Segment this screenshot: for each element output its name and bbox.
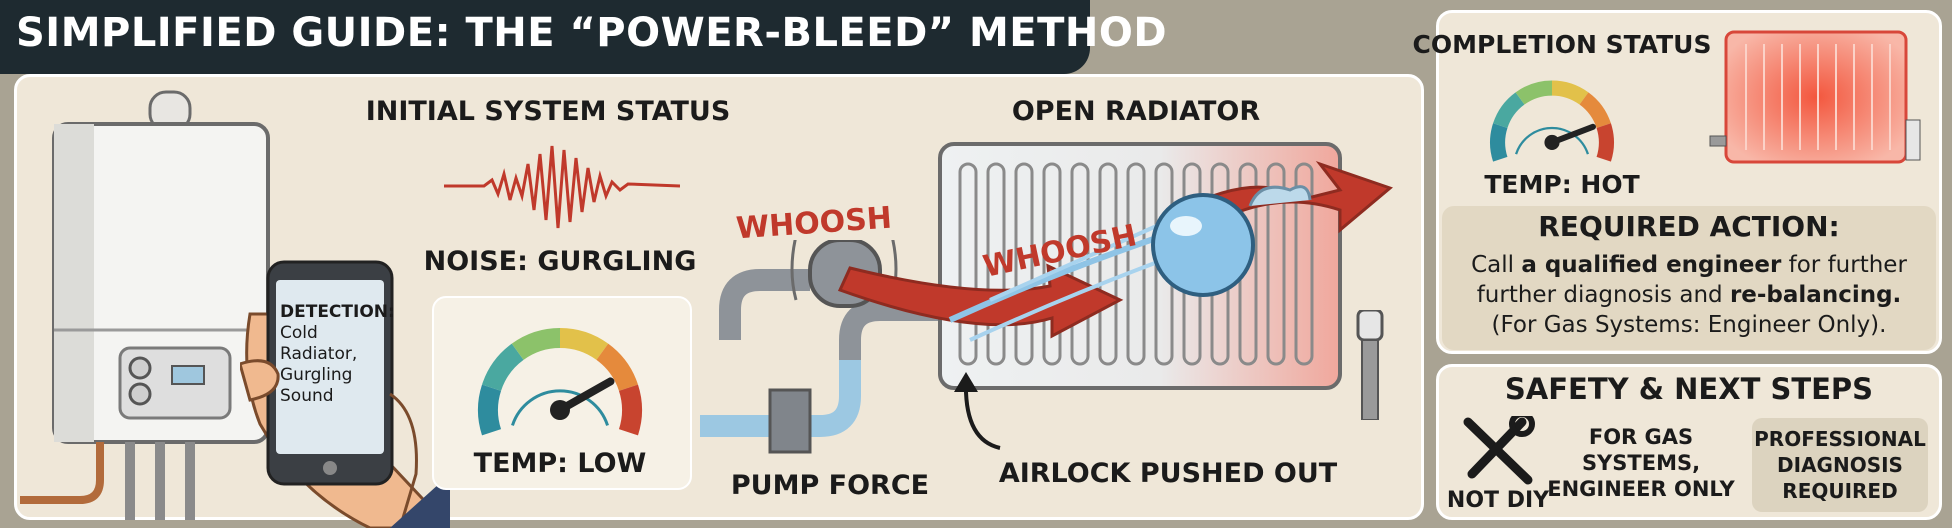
hot-radiator-icon — [1709, 30, 1921, 164]
gauge-segment — [1551, 80, 1589, 105]
title-banner: SIMPLIFIED GUIDE: THE “POWER-BLEED” METH… — [0, 0, 1167, 74]
required-text: further diagnosis and — [1476, 282, 1730, 308]
temp-hot-label: TEMP: HOT — [1484, 170, 1640, 199]
gas-line: ENGINEER ONLY — [1547, 477, 1735, 501]
phone-icon — [240, 260, 450, 528]
gauge-hub — [550, 400, 570, 420]
gauge-hub — [1544, 134, 1560, 150]
required-text: for further — [1781, 252, 1907, 278]
not-diy-label: NOT DIY — [1446, 488, 1550, 513]
pump-force-label: PUMP FORCE — [730, 470, 930, 501]
sound-wave-icon — [444, 145, 680, 229]
detection-line: Sound — [280, 386, 334, 406]
gauge-inner-arc — [511, 389, 609, 426]
required-action-heading: REQUIRED ACTION: — [1538, 210, 1840, 243]
gauge-inner-arc — [1514, 126, 1590, 155]
gauge-segment — [478, 384, 502, 436]
detection-line: Cold Radiator, — [280, 323, 358, 364]
required-text-bold: re-balancing. — [1729, 282, 1902, 308]
pro-line: DIAGNOSIS — [1777, 453, 1903, 477]
flow-graphic — [837, 160, 1393, 342]
gauge-segment — [1579, 92, 1611, 129]
gauge-segment — [1493, 92, 1525, 129]
required-action-box — [1442, 206, 1936, 350]
page-title: SIMPLIFIED GUIDE: THE “POWER-BLEED” METH… — [16, 10, 1168, 56]
gas-engineer-text: FOR GAS SYSTEMS, ENGINEER ONLY — [1547, 424, 1734, 502]
arrow-icon — [954, 372, 1001, 450]
wrench-screwdriver-icon — [1463, 416, 1535, 485]
gauge-segment — [559, 328, 609, 361]
gauge-icon — [1490, 80, 1614, 162]
initial-status-heading: INITIAL SYSTEM STATUS — [365, 96, 731, 127]
required-text: Call — [1471, 252, 1522, 278]
required-text-bold: a qualified engineer — [1521, 252, 1782, 278]
gauge-segment — [1515, 80, 1553, 105]
professional-box — [1752, 418, 1928, 512]
gas-line: FOR GAS — [1588, 425, 1694, 449]
gauge-segment — [596, 343, 638, 392]
completion-heading: COMPLETION STATUS — [1412, 30, 1712, 59]
gauge-segment — [618, 384, 642, 436]
safety-heading: SAFETY & NEXT STEPS — [1504, 372, 1874, 406]
gauge-segment — [511, 328, 561, 361]
pro-line: REQUIRED — [1782, 479, 1898, 503]
open-radiator-heading: OPEN RADIATOR — [1011, 96, 1261, 127]
detection-line: Gurgling — [280, 365, 353, 385]
pro-line: PROFESSIONAL — [1754, 427, 1926, 451]
noise-label: NOISE: GURGLING — [423, 246, 697, 277]
valve-icon — [1356, 310, 1384, 420]
gauge-segment — [482, 343, 524, 392]
professional-text: PROFESSIONAL DIAGNOSIS REQUIRED — [1754, 426, 1926, 504]
airlock-label: AIRLOCK PUSHED OUT — [998, 458, 1338, 489]
air-bubble-icon — [1151, 193, 1255, 297]
detection-heading: DETECTION: — [280, 302, 395, 322]
gauge-segment — [1490, 123, 1508, 162]
temp-low-label: TEMP: LOW — [473, 448, 647, 479]
required-text: (For Gas Systems: Engineer Only). — [1491, 312, 1887, 338]
gas-line: SYSTEMS, — [1581, 451, 1701, 475]
required-action-text: Call a qualified engineer for further fu… — [1448, 250, 1930, 340]
boiler-icon — [20, 90, 270, 520]
gauge-segment — [1596, 123, 1614, 162]
gauge-icon — [478, 328, 642, 436]
detection-text: DETECTION: Cold Radiator, Gurgling Sound — [280, 302, 400, 407]
